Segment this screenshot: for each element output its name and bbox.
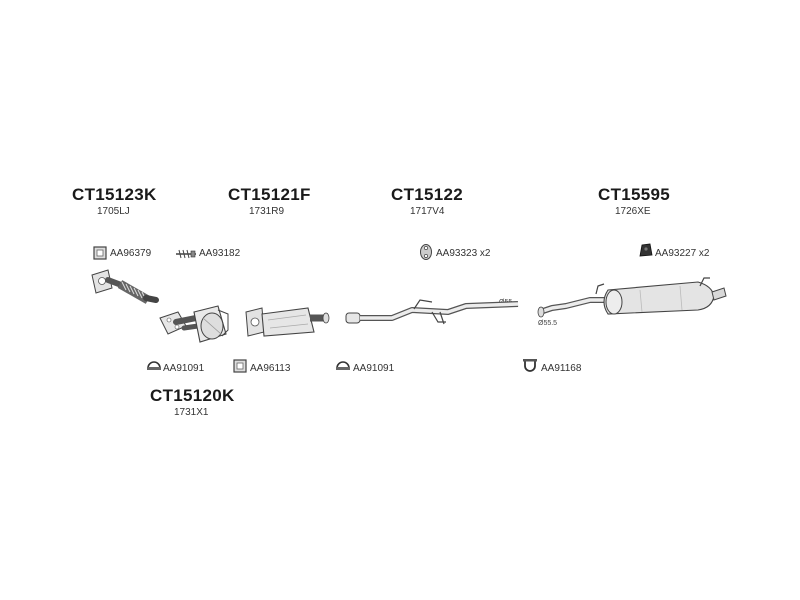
catalyst-part: [159, 305, 229, 343]
assembly-title-ct15595: CT15595: [598, 185, 671, 204]
accessory-code-aa96379: AA96379: [110, 248, 152, 259]
accessory-code-aa91168: AA91168: [541, 363, 582, 374]
accessory-code-aa93182: AA93182: [199, 248, 241, 259]
assembly-ref-1731r9: 1731R9: [249, 206, 285, 217]
bolt-spring-icon: [176, 249, 196, 259]
gasket-square-icon: [233, 359, 247, 373]
assembly-ref-1705lj: 1705LJ: [97, 206, 130, 217]
assembly-ref-1731x1: 1731X1: [174, 407, 209, 418]
diameter-label-55-5: Ø55.5: [538, 320, 558, 327]
rear-silencer-part: [537, 277, 727, 318]
dpf-part: [245, 307, 330, 337]
assembly-ref-1726xe: 1726XE: [615, 206, 651, 217]
assembly-title-ct15121f: CT15121F: [228, 185, 311, 204]
intermediate-pipe-part: [345, 299, 519, 325]
gasket-square-icon: [93, 246, 107, 260]
clamp-icon: [336, 361, 350, 370]
flex-downpipe-part: [91, 269, 159, 304]
accessory-code-aa91091-a: AA91091: [163, 363, 205, 374]
accessory-code-aa93227: AA93227 x2: [655, 248, 710, 259]
clamp-icon: [147, 361, 161, 370]
u-clamp-icon: [523, 359, 537, 372]
accessory-code-aa93323: AA93323 x2: [436, 248, 491, 259]
accessory-code-aa96113: AA96113: [250, 363, 291, 374]
assembly-ref-1717v4: 1717V4: [410, 206, 445, 217]
assembly-title-ct15120k: CT15120K: [150, 386, 235, 405]
accessory-code-aa91091-b: AA91091: [353, 363, 395, 374]
assembly-title-ct15122: CT15122: [391, 185, 464, 204]
assembly-title-ct15123k: CT15123K: [72, 185, 157, 204]
hanger-block-icon: [639, 243, 653, 257]
rubber-mount-icon: [420, 244, 432, 260]
